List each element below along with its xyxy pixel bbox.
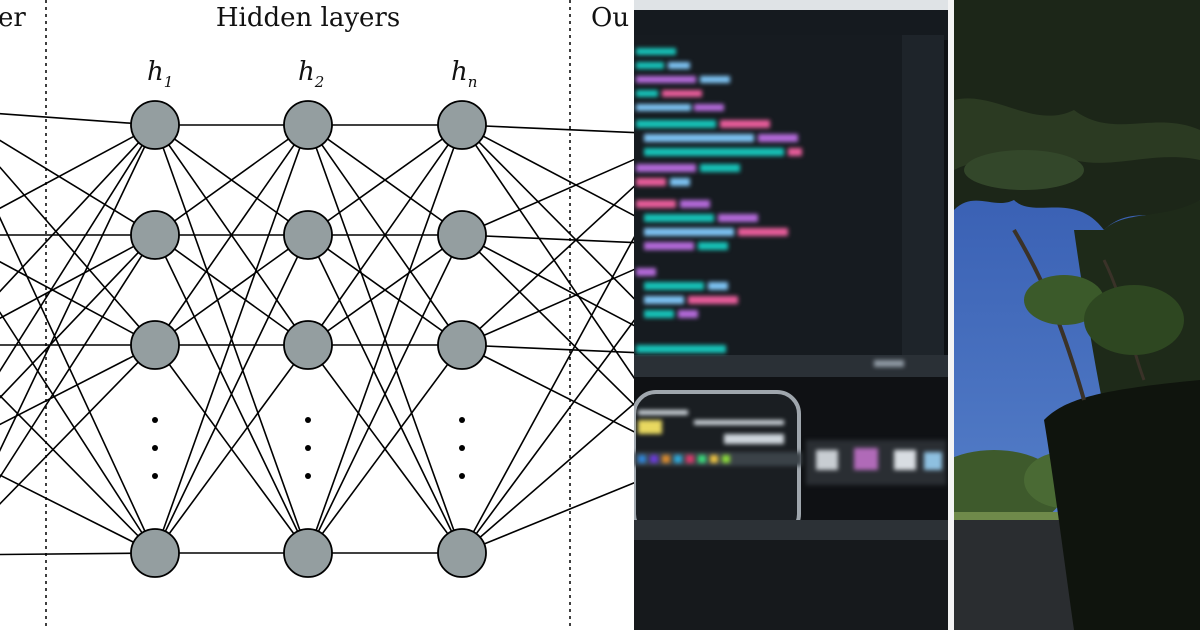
connection-edge [0,311,156,554]
hidden-layer-label-2: h2 [298,57,324,91]
connection-edge [154,124,309,236]
connection-edge [307,344,463,554]
connection-edge [0,344,156,426]
connection-edge [0,124,156,452]
neuron-node [130,528,180,578]
connection-edge [0,216,156,554]
connection-edge [461,268,634,346]
connection-edge [0,260,156,346]
code-screen-photo [634,0,948,630]
connection-edge [461,234,634,244]
neuron-node [437,210,487,260]
connection-edge [0,112,156,126]
connection-edge [307,234,463,554]
connection-edge [461,344,634,354]
input-layer-label: er [0,3,26,33]
connection-edge [0,234,156,479]
connection-edge [154,344,309,554]
connection-edge [307,124,463,236]
hidden-layer-label-1: h1 [147,57,173,91]
connection-edge [461,234,634,406]
connection-edge [0,124,156,373]
neuron-node [437,528,487,578]
connection-edge [307,234,463,346]
neuron-node [283,528,333,578]
output-layer-label: Ou [591,3,629,33]
neuron-node [130,100,180,150]
connection-edge [0,552,156,556]
neuron-node [130,320,180,370]
connection-edge [461,124,634,134]
connection-edge [461,402,634,554]
blurred-code-lines [636,48,904,367]
tree-sky-photo [954,0,1200,630]
connection-edge [154,124,309,554]
connection-edge [461,234,634,327]
connection-edge [0,234,156,399]
connection-edge [307,124,463,346]
hidden-layers-label: Hidden layers [216,3,400,33]
neurons [130,100,487,578]
connection-edge [461,235,634,554]
connection-edge [0,474,156,554]
hidden-layer-label-n: hn [451,57,477,91]
connection-edge [154,124,309,346]
connection-edge [0,139,156,236]
neuron-node [283,320,333,370]
connection-edge [461,158,634,236]
connection-edge [461,344,634,433]
connection-edge [0,124,156,210]
connection-edge [461,481,634,554]
connection-edge [0,344,156,505]
neuron-node [437,320,487,370]
connections [0,112,634,556]
connection-edge [461,124,634,217]
neuron-node [437,100,487,150]
connection-edge [0,166,156,346]
network-svg: er Hidden layers Ou h1 h2 hn [0,0,634,630]
tree-illustration [954,0,1200,630]
connection-edge [0,394,156,554]
connection-edge [0,234,156,320]
connection-edge [461,319,634,554]
neuron-node [283,100,333,150]
code-screen-illustration [634,0,948,630]
connection-edge [154,234,309,346]
connection-edge [461,124,634,380]
panel-divider [948,0,954,630]
connection-edge [0,124,156,293]
connection-edge [461,185,634,346]
connection-edge [154,234,309,554]
neuron-node [283,210,333,260]
neural-network-diagram: er Hidden layers Ou h1 h2 hn [0,0,634,630]
ellipsis-dots [152,417,465,479]
neuron-node [130,210,180,260]
connection-edge [307,124,463,554]
